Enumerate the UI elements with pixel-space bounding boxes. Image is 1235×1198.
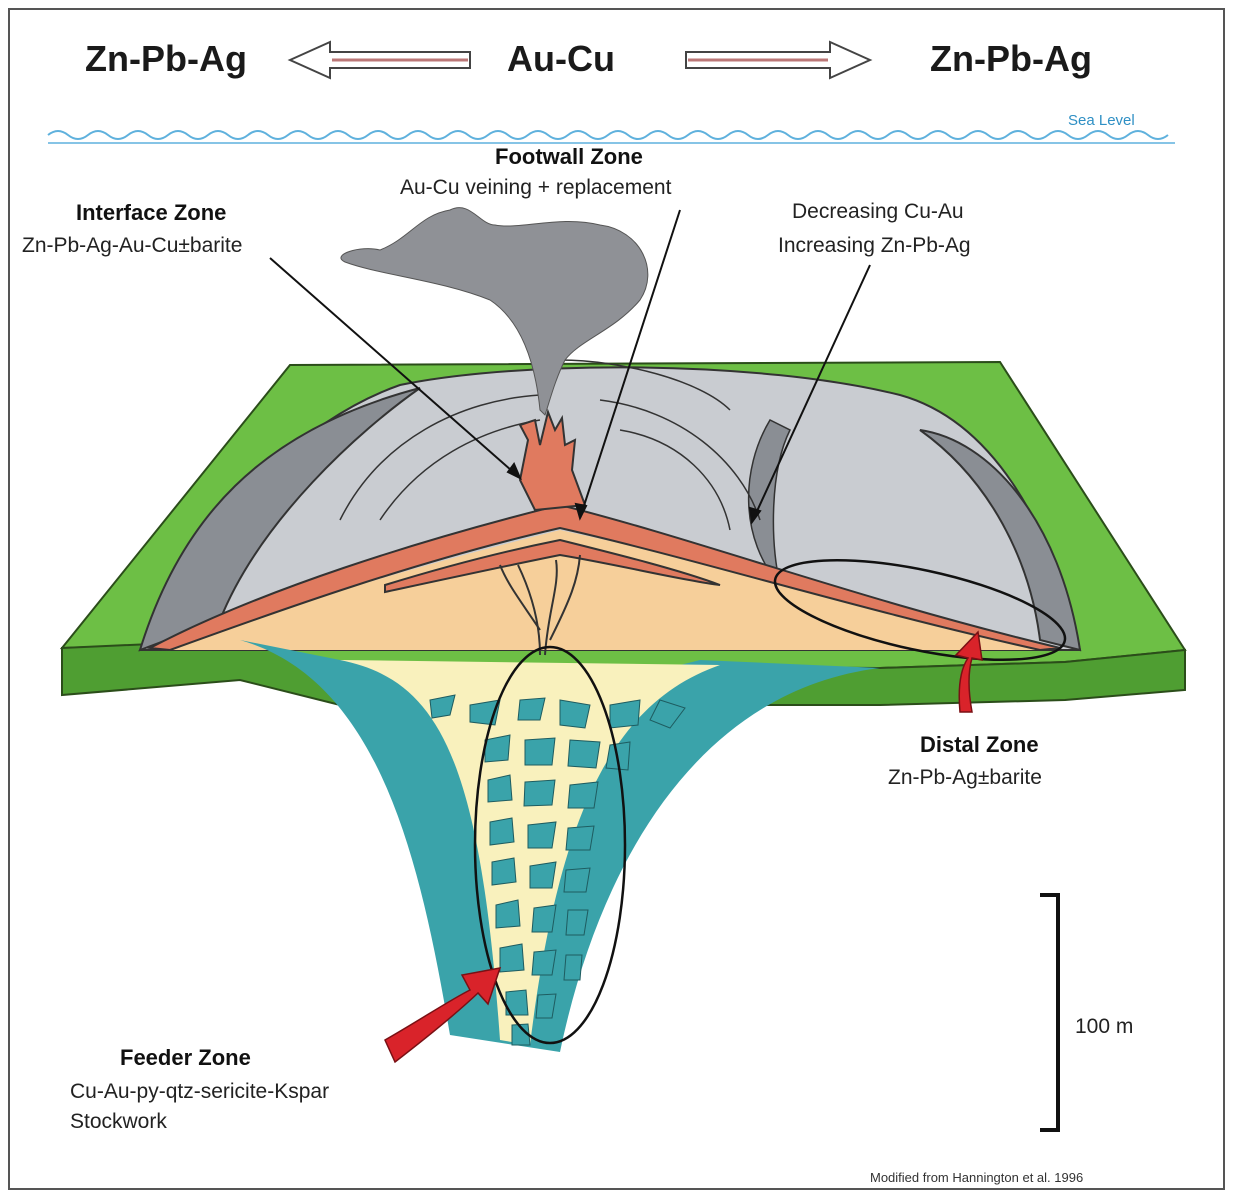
feeder-zone-desc-1: Cu-Au-py-qtz-sericite-Kspar [70,1080,329,1104]
right-arrow-icon [686,42,870,78]
feeder-zone-desc-2: Stockwork [70,1110,167,1134]
scale-bar [1040,895,1058,1130]
distal-zone-desc: Zn-Pb-Ag±barite [888,766,1042,790]
interface-zone-title: Interface Zone [76,200,226,226]
trend-line-2: Increasing Zn-Pb-Ag [778,234,971,258]
sea-level-label: Sea Level [1068,112,1135,129]
footwall-zone-desc: Au-Cu veining + replacement [400,176,671,200]
left-arrow-icon [290,42,470,78]
trend-line-1: Decreasing Cu-Au [792,200,964,224]
distal-zone-title: Distal Zone [920,732,1039,758]
header-center-label: Au-Cu [507,38,615,80]
header-left-label: Zn-Pb-Ag [85,38,247,80]
scale-bar-label: 100 m [1075,1015,1133,1039]
footwall-zone-title: Footwall Zone [495,144,643,170]
interface-zone-desc: Zn-Pb-Ag-Au-Cu±barite [22,234,242,258]
sea-level-line [48,131,1168,139]
header-right-label: Zn-Pb-Ag [930,38,1092,80]
feeder-zone-title: Feeder Zone [120,1045,251,1071]
credit-text: Modified from Hannington et al. 1996 [870,1170,1083,1185]
